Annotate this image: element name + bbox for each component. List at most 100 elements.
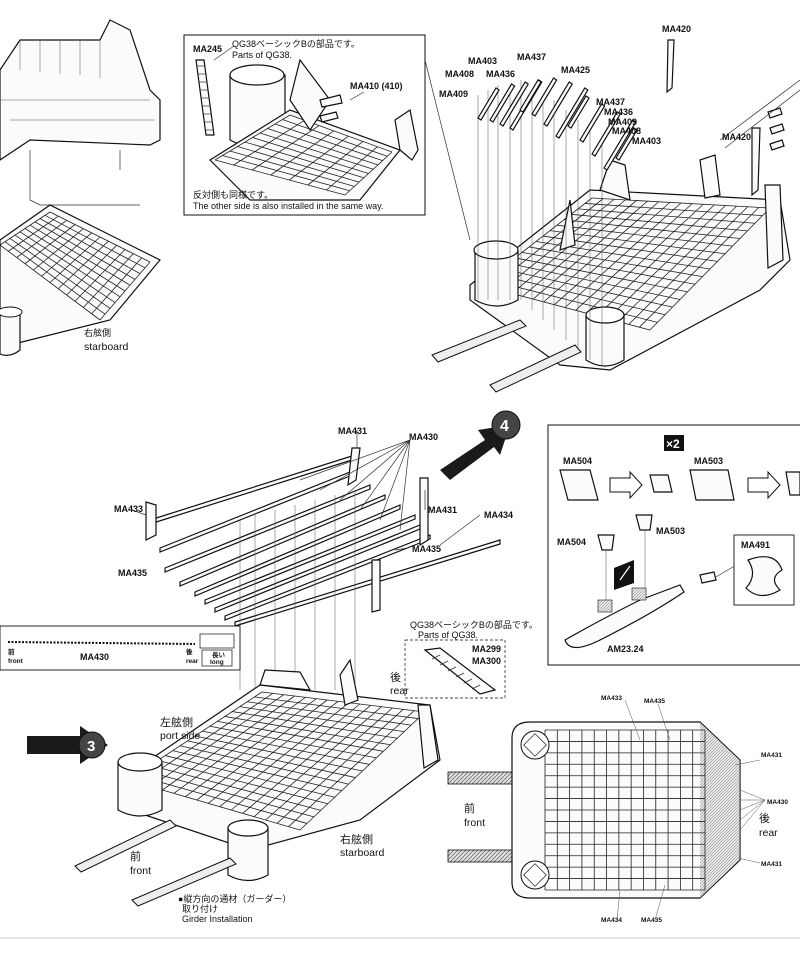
bl-ma435b: MA435 bbox=[412, 544, 441, 554]
ruler-rear-jp: 後 bbox=[186, 647, 193, 656]
part-rung bbox=[455, 672, 465, 678]
deck-grid-line bbox=[500, 198, 615, 291]
tr-ma408b: MA408 bbox=[612, 126, 641, 136]
girder-installation-diagram: MA430 前 front 後 rear 長い long bbox=[0, 426, 538, 924]
step-3-number: 3 bbox=[87, 738, 95, 755]
part-strip bbox=[543, 81, 574, 127]
tr-ma437a: MA437 bbox=[517, 52, 546, 62]
ruler-label: MA430 bbox=[80, 652, 109, 662]
plan-ma431b: MA431 bbox=[761, 861, 782, 868]
top-left-cylinder bbox=[0, 306, 23, 356]
deck-grid-line bbox=[607, 205, 726, 320]
deck-grid-line bbox=[33, 228, 84, 271]
deck-grid-line bbox=[233, 119, 305, 166]
step-4-number: 4 bbox=[500, 418, 509, 435]
box-ma503b: MA503 bbox=[656, 526, 685, 536]
bl-ma433: MA433 bbox=[114, 504, 143, 514]
bl-starboard-en: starboard bbox=[340, 847, 385, 859]
bl-ma431b: MA431 bbox=[428, 505, 457, 515]
plan-ma435b: MA435 bbox=[641, 917, 662, 924]
deck-grid-line bbox=[229, 150, 355, 187]
ma299-label: MA299 bbox=[472, 644, 501, 654]
deck-grid-line bbox=[187, 740, 356, 778]
port-side-en: port side bbox=[160, 730, 200, 742]
girder-note-jp2: 取り付け bbox=[182, 904, 218, 914]
girder-strip bbox=[224, 534, 431, 621]
inset-note-jp: QG38ベーシックBの部品です。 bbox=[232, 38, 360, 49]
deck-grid-line bbox=[208, 701, 339, 804]
girder-strips bbox=[149, 454, 501, 627]
girder-strip bbox=[164, 484, 371, 573]
deck-grid-line bbox=[252, 137, 369, 174]
inset-note-en: Parts of QG38. bbox=[232, 50, 292, 60]
plan-ma431a: MA431 bbox=[761, 752, 782, 759]
part-strip bbox=[489, 83, 516, 123]
deck-grid-line bbox=[0, 211, 51, 246]
tr-ma408a: MA408 bbox=[445, 69, 474, 79]
box-ma503a: MA503 bbox=[694, 456, 723, 466]
tr-ma436a: MA436 bbox=[486, 69, 515, 79]
plan-ma433: MA433 bbox=[601, 695, 622, 702]
deck-grid-line bbox=[172, 750, 342, 792]
top-right-part-strips bbox=[477, 77, 638, 171]
deck-grid-line bbox=[16, 220, 67, 258]
ma430-length-ruler: MA430 前 front 後 rear 長い long bbox=[0, 625, 241, 671]
deck-grid-line bbox=[270, 130, 334, 176]
deck-grid-line bbox=[24, 224, 76, 265]
top-right-cylinder-front bbox=[473, 240, 519, 307]
port-side-jp: 左舷側 bbox=[160, 715, 193, 729]
deck-grid-line bbox=[224, 716, 391, 746]
top-right-hull-assembly: MA420 MA403 MA408 MA409 MA436 MA437 MA42… bbox=[431, 24, 800, 393]
part-strip bbox=[591, 111, 622, 157]
girder-note-en: Girder Installation bbox=[182, 914, 253, 924]
girder-note-jp1: ●縦方向の通材（ガーダー） bbox=[178, 893, 291, 904]
plan-front-jp: 前 bbox=[464, 801, 475, 815]
deck-grid-line bbox=[49, 236, 101, 283]
deck-grid-line bbox=[214, 159, 346, 196]
deck-grid-line bbox=[259, 132, 374, 170]
deck-grid-line bbox=[194, 735, 363, 772]
girder-strip bbox=[194, 504, 401, 597]
bottom-cylinder-rear bbox=[227, 819, 269, 882]
part-strip bbox=[567, 95, 590, 129]
deck-grid-line bbox=[344, 151, 393, 196]
deck-grid-line bbox=[265, 707, 393, 821]
ladder-part bbox=[195, 59, 215, 136]
deck-grid-line bbox=[585, 203, 704, 314]
bl-rear-en: rear bbox=[390, 685, 409, 697]
deck-grid-line bbox=[543, 201, 660, 303]
plan-rear-jp: 後 bbox=[759, 811, 770, 825]
top-left-hull-diagram: 右舷側 starboard bbox=[0, 19, 161, 356]
deck-grid-line bbox=[274, 123, 383, 161]
deck-grid-line bbox=[575, 203, 693, 311]
ruler-long-en: long bbox=[210, 659, 224, 666]
box-ma504b: MA504 bbox=[557, 537, 586, 547]
deck-grid-line bbox=[242, 705, 371, 814]
girder-strip bbox=[179, 494, 386, 587]
tr-ma436b: MA436 bbox=[604, 107, 633, 117]
bl-front-en: front bbox=[130, 865, 151, 877]
part-strip bbox=[555, 87, 589, 139]
deck-grid-line bbox=[639, 207, 760, 328]
plan-ma430: MA430 bbox=[767, 799, 788, 806]
deck-grid-line bbox=[222, 155, 350, 192]
deck-grid-line bbox=[219, 702, 350, 807]
deck-grid-line bbox=[230, 703, 361, 811]
deck-grid-line bbox=[165, 755, 335, 798]
bl-ma435a: MA435 bbox=[118, 568, 147, 578]
bl-starboard-jp: 右舷側 bbox=[340, 832, 373, 846]
deck-grid-line bbox=[83, 253, 134, 308]
plan-ma435a: MA435 bbox=[644, 698, 665, 705]
deck-grid-line bbox=[8, 215, 59, 252]
tr-ma403b: MA403 bbox=[632, 136, 661, 146]
deck-grid-line bbox=[253, 706, 382, 817]
top-right-cylinder-rear bbox=[585, 306, 625, 367]
deck-grid-line bbox=[299, 711, 426, 831]
qg-note-jp: QG38ベーシックBの部品です。 bbox=[410, 619, 538, 630]
tr-ma403a: MA403 bbox=[468, 56, 497, 66]
deck-grid-line bbox=[66, 245, 117, 296]
box-am: AM23.24 bbox=[607, 644, 644, 654]
deck-grid-line bbox=[649, 207, 771, 331]
deck-grid-line bbox=[209, 725, 377, 759]
part-strip bbox=[579, 103, 606, 143]
